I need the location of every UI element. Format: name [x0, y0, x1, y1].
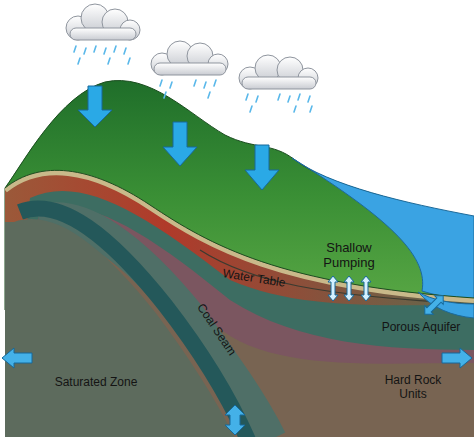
zone-label: Saturated Zone — [41, 376, 151, 390]
layer-label: Porous Aquifer — [371, 321, 471, 335]
layer-label: Hard Rock Units — [378, 374, 448, 402]
process-label: Shallow Pumping — [314, 241, 384, 271]
